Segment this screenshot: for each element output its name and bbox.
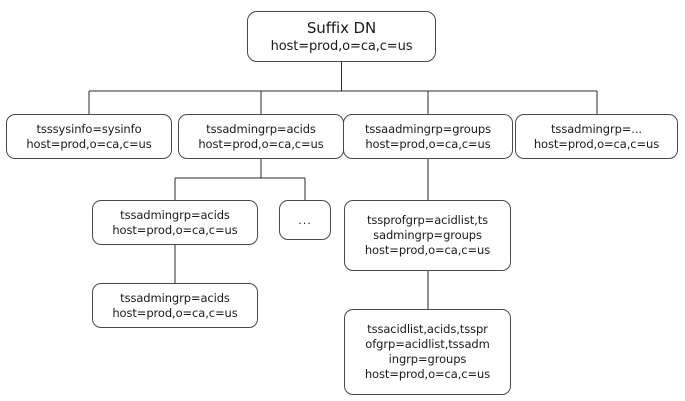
node-line: host=prod,o=ca,c=us [112, 222, 238, 237]
node-line: tssadmingrp=acids [120, 207, 230, 222]
tssadmingrp-acids-node[interactable]: tssadmingrp=acids host=prod,o=ca,c=us [178, 114, 344, 159]
node-line: ofgrp=acidlist,tssadm [365, 337, 490, 351]
node-line: host=prod,o=ca,c=us [364, 367, 491, 381]
suffix-dn-node[interactable]: Suffix DN host=prod,o=ca,c=us [247, 11, 436, 62]
ellipsis-node[interactable]: ... [279, 200, 331, 240]
node-line: host=prod,o=ca,c=us [198, 136, 324, 151]
node-line: host=prod,o=ca,c=us [364, 243, 491, 257]
tssadmingrp-acids-leaf-node[interactable]: tssadmingrp=acids host=prod,o=ca,c=us [92, 283, 258, 328]
node-line: tssadmingrp=... [551, 121, 642, 136]
tssaadmingrp-groups-node[interactable]: tssaadmingrp=groups host=prod,o=ca,c=us [343, 114, 513, 159]
tssadmingrp-ellipsis-node[interactable]: tssadmingrp=... host=prod,o=ca,c=us [515, 114, 678, 159]
tssadmingrp-acids-child-node[interactable]: tssadmingrp=acids host=prod,o=ca,c=us [92, 200, 258, 245]
node-line: ingrp=groups [388, 352, 467, 366]
node-line: host=prod,o=ca,c=us [270, 38, 413, 54]
node-line: tsssysinfo=sysinfo [36, 121, 142, 136]
node-line: sadmingrp=groups [373, 228, 482, 242]
node-line: tssadmingrp=acids [206, 121, 316, 136]
node-line: tssaadmingrp=groups [364, 121, 492, 136]
node-line: host=prod,o=ca,c=us [533, 136, 660, 151]
node-line: Suffix DN [306, 18, 377, 37]
node-line: ... [298, 213, 312, 227]
node-line: host=prod,o=ca,c=us [26, 136, 152, 151]
node-line: host=prod,o=ca,c=us [112, 305, 238, 320]
node-line: tssadmingrp=acids [120, 290, 230, 305]
tsssysinfo-node[interactable]: tsssysinfo=sysinfo host=prod,o=ca,c=us [6, 114, 172, 159]
node-line: host=prod,o=ca,c=us [365, 136, 491, 151]
node-line: tssprofgrp=acidlist,ts [366, 213, 489, 227]
tssacidlist-acids-node[interactable]: tssacidlist,acids,tsspr ofgrp=acidlist,t… [344, 309, 511, 395]
tssprofgrp-acidlist-node[interactable]: tssprofgrp=acidlist,ts sadmingrp=groups … [344, 200, 511, 271]
node-line: tssacidlist,acids,tsspr [367, 322, 488, 336]
